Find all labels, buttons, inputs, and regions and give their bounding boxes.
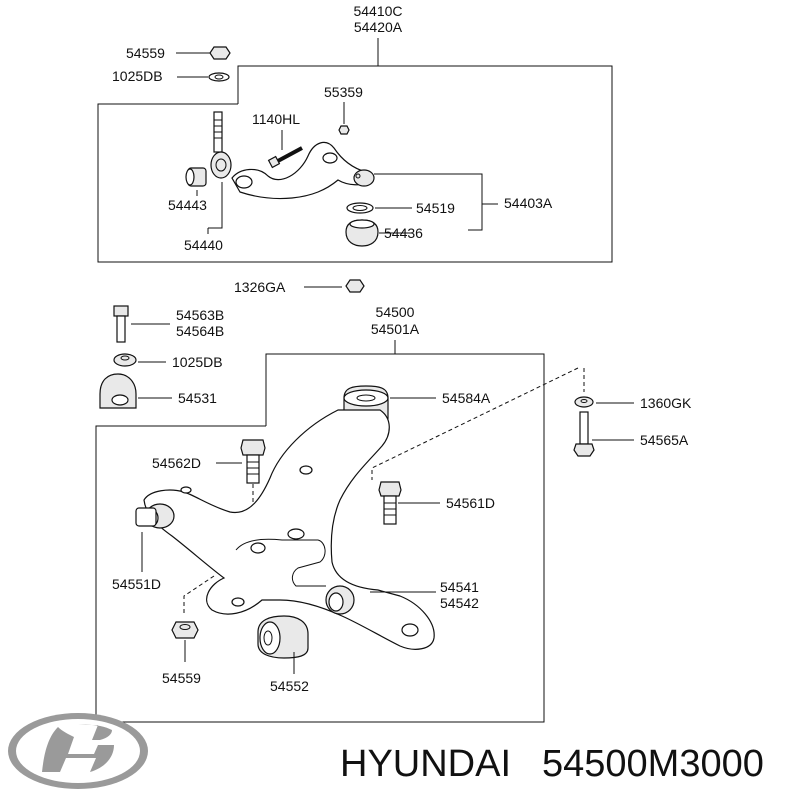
label-lower-assembly-2: 54501A (371, 321, 420, 337)
label-upper-assembly-1: 54410C (353, 3, 402, 19)
label-nut-small: 55359 (324, 84, 363, 100)
nut-icon (209, 46, 231, 60)
upper-arm-group: 54410C 54420A 54559 1025DB 54443 (97, 3, 613, 263)
bolt-right-icon (573, 411, 595, 457)
label-washer-right: 1360GK (640, 395, 692, 411)
boot-icon (345, 219, 379, 247)
label-washer-top: 1025DB (112, 68, 163, 84)
bushing-icon (185, 167, 207, 187)
label-bolt-right: 54565A (640, 432, 689, 448)
label-bolt-center: 54561D (446, 495, 495, 511)
stud-bolt-icon (210, 111, 232, 179)
label-bushing-top: 54584A (442, 390, 491, 406)
label-bushing-front: 54551D (112, 576, 161, 592)
lower-arm-group: 54500 54501A 54563B 54564B 1025DB 54531 … (95, 304, 692, 723)
label-bolt-bracket-1: 54563B (176, 307, 224, 323)
mid-group: 1326GA (234, 279, 365, 295)
bolt-bracket-icon (113, 305, 129, 343)
label-bushing-upper: 54443 (168, 197, 207, 213)
label-bushing-rear-1: 54541 (440, 579, 479, 595)
bushing-bottom-icon (257, 615, 309, 659)
label-ring: 54519 (416, 200, 455, 216)
label-upper-assembly-2: 54420A (354, 19, 403, 35)
label-bushing-assembly: 54440 (184, 237, 223, 253)
bracket-icon (99, 373, 137, 409)
upper-control-arm-icon (231, 141, 375, 200)
bolt-left-icon (240, 439, 266, 484)
label-bushing-rear-2: 54542 (440, 595, 479, 611)
washer-icon (208, 72, 230, 82)
label-nut-top: 54559 (126, 45, 165, 61)
label-lower-assembly-1: 54500 (376, 304, 415, 320)
brand-name: HYUNDAI (340, 743, 511, 785)
bolt-icon (267, 146, 303, 169)
label-nut-mid: 1326GA (234, 279, 286, 295)
label-bolt-upper: 1140HL (252, 111, 300, 127)
part-number: 54500M3000 (542, 743, 764, 785)
hyundai-logo (8, 713, 148, 789)
nut-mid-icon (345, 279, 365, 293)
label-bolt-bracket-2: 54564B (176, 323, 224, 339)
ring-icon (346, 202, 374, 214)
label-boot: 54436 (384, 225, 423, 241)
label-bolt-left: 54562D (152, 455, 201, 471)
label-ball-joint: 54403A (504, 195, 553, 211)
bolt-center-icon (378, 481, 402, 525)
label-washer-lower: 1025DB (172, 354, 223, 370)
small-nut-icon (338, 125, 350, 135)
label-bracket: 54531 (178, 390, 217, 406)
label-bushing-bottom: 54552 (270, 678, 309, 694)
lower-control-arm-icon (135, 409, 435, 650)
label-nut-bottom: 54559 (162, 670, 201, 686)
footer-text: HYUNDAI 54500M3000 (340, 743, 764, 785)
